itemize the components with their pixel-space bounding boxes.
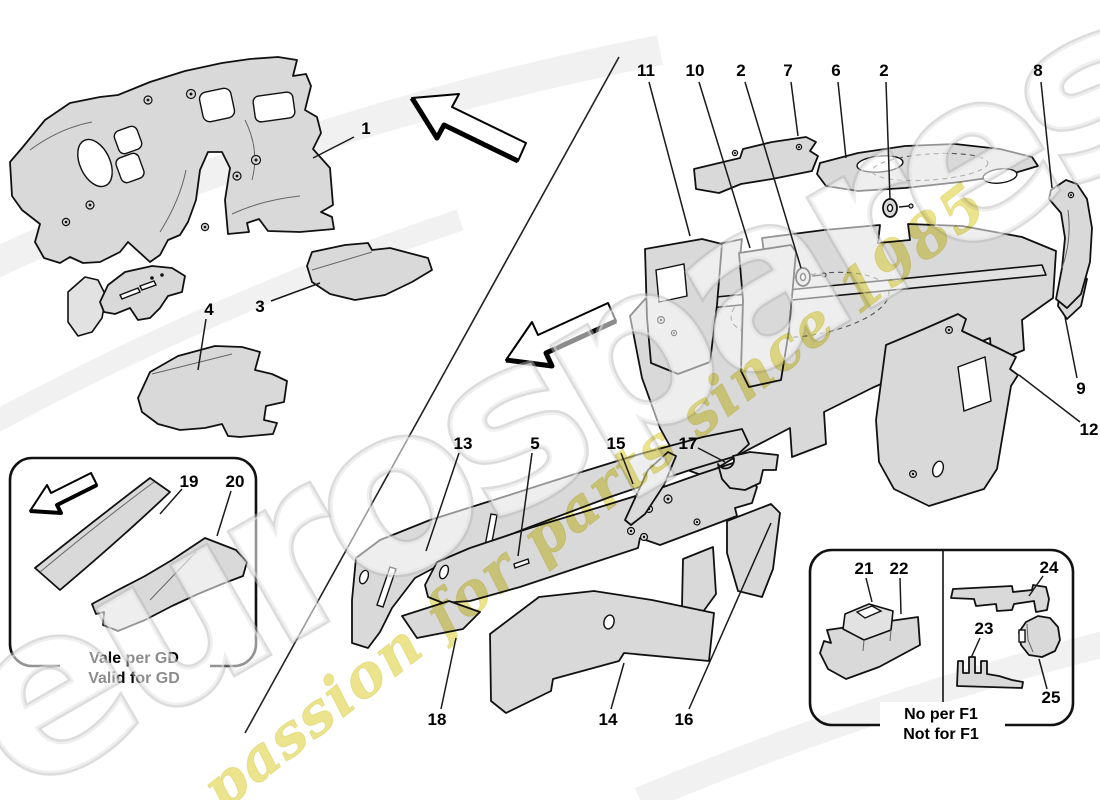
leader-line-18 (440, 637, 457, 710)
leader-line-21 (865, 577, 873, 603)
leader-line-13 (425, 452, 460, 552)
callout-8: 8 (1033, 61, 1042, 80)
leader-line-3 (270, 282, 321, 302)
part-1-oval-hole (77, 138, 113, 188)
part-25-cap (1018, 615, 1061, 658)
leader-line-1 (312, 136, 355, 159)
callout-7: 7 (783, 61, 792, 80)
f1-caption-backdrop (880, 702, 1005, 746)
leader-line-2 (744, 81, 802, 269)
direction-arrow-up-left (409, 93, 527, 164)
callout-13: 13 (454, 434, 473, 453)
callout-22: 22 (890, 559, 909, 578)
callout-25: 25 (1042, 688, 1061, 707)
direction-arrow-down-left (505, 302, 618, 369)
leader-line-4 (197, 318, 207, 371)
gd-caption-line1: Vale per GD (89, 650, 179, 667)
callout-9: 9 (1076, 379, 1085, 398)
leader-line-7 (790, 81, 799, 137)
leader-line-10 (698, 81, 751, 249)
callout-18: 18 (428, 710, 447, 729)
callout-17: 17 (679, 434, 698, 453)
callout-24: 24 (1040, 558, 1059, 577)
leader-line-14 (610, 662, 625, 710)
f1-caption-line1: No per F1 (904, 706, 978, 723)
callout-19: 19 (180, 472, 199, 491)
section-separator-line (244, 56, 620, 734)
callout-21: 21 (855, 559, 874, 578)
leader-line-23 (970, 637, 981, 659)
callout-3: 3 (255, 297, 264, 316)
part-4-insulation-mat (137, 345, 288, 438)
part-2-grommet-a (882, 198, 914, 218)
callout-4: 4 (204, 300, 214, 319)
leader-line-8 (1040, 81, 1053, 189)
f1-note-box: No per F1 Not for F1 (808, 548, 1075, 746)
callout-23: 23 (975, 619, 994, 638)
part-14-panel (489, 590, 715, 714)
part-1-lower-mats (67, 265, 186, 337)
part-1-rivets (61, 88, 262, 232)
callout-5: 5 (530, 434, 539, 453)
part-15-panel (624, 451, 677, 526)
part-19-strip (34, 477, 171, 591)
part-21-22-block (819, 603, 921, 680)
callout-6: 6 (831, 61, 840, 80)
part-20-mat (91, 537, 248, 632)
leader-line-22 (899, 577, 902, 615)
leader-line-20 (216, 490, 232, 537)
leader-line-15 (620, 452, 634, 485)
callout-2: 2 (879, 61, 888, 80)
callout-16: 16 (675, 710, 694, 729)
callout-1: 1 (361, 119, 370, 138)
part-16-panel (726, 503, 781, 598)
gd-caption-line2: Valid for GD (88, 670, 180, 687)
leader-line-17 (697, 447, 726, 463)
f1-caption-line2: Not for F1 (903, 726, 979, 743)
gd-box-arrow-down-left (29, 472, 98, 515)
callout-10: 10 (686, 61, 705, 80)
callout-2: 2 (736, 61, 745, 80)
gd-note-box: Vale per GD Valid for GD (8, 456, 258, 692)
leader-line-11 (648, 81, 691, 237)
leader-line-16 (688, 522, 772, 710)
callout-15: 15 (607, 434, 626, 453)
part-23-profile (956, 656, 1024, 689)
callout-11: 11 (637, 61, 655, 80)
part-1-dashboard-insulation-panel (9, 56, 335, 264)
small-side-panel (681, 546, 717, 621)
part-11-panel (644, 238, 723, 375)
gd-caption-backdrop (60, 648, 210, 692)
callout-14: 14 (599, 710, 618, 729)
part-17-panel (717, 451, 779, 491)
part-18-pad (401, 600, 481, 639)
leader-line-5 (517, 452, 533, 557)
leader-line-2 (885, 81, 891, 200)
leader-line-25 (1038, 658, 1048, 690)
part-12-rear-panel (875, 313, 1019, 507)
leader-line-19 (159, 488, 183, 515)
callout-12: 12 (1080, 420, 1099, 439)
leader-line-6 (837, 81, 847, 159)
part-3-insulation-mat (306, 242, 433, 301)
part-10-panel (738, 244, 797, 388)
leader-line-24 (1028, 575, 1044, 597)
callout-20: 20 (226, 472, 245, 491)
part-6-rear-shelf-insulation (816, 143, 1039, 192)
leader-line-12 (1018, 374, 1081, 423)
part-2-grommet-b (795, 267, 827, 287)
part-7-flag-panel (693, 136, 819, 194)
leader-line-9 (1064, 316, 1078, 379)
part-24-profile (950, 584, 1050, 613)
part-8-side-curved-panel (1048, 179, 1093, 309)
